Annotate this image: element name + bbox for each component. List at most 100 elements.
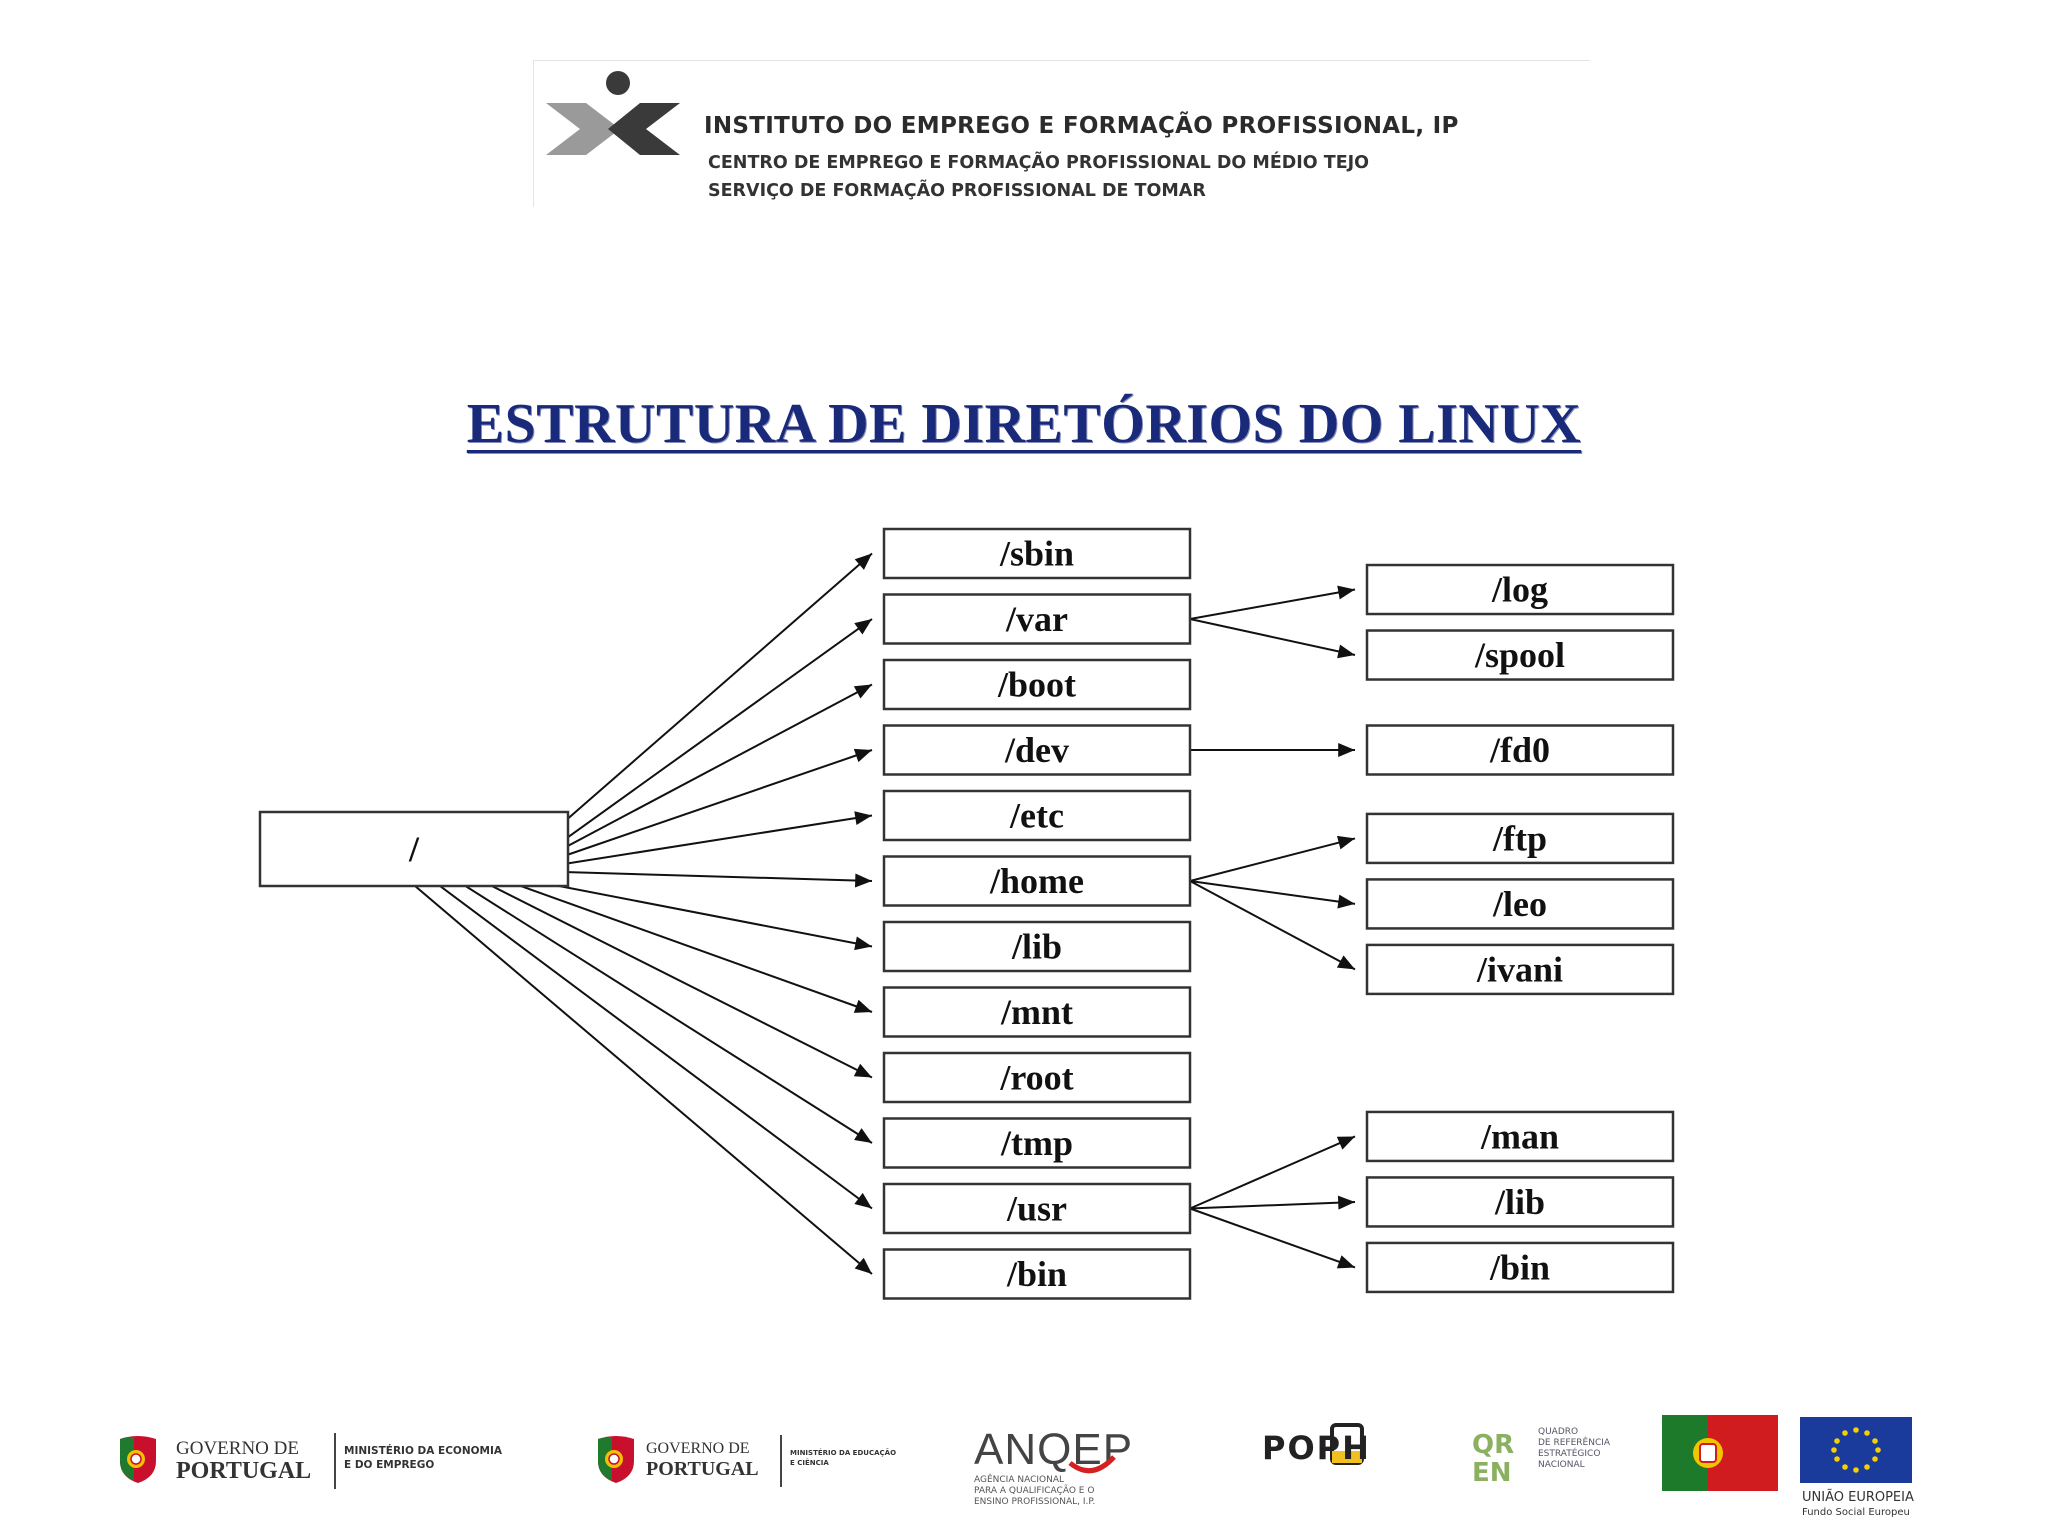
node-home: /home <box>882 855 1192 907</box>
node-lib-box <box>882 920 1192 973</box>
arrow-root-sbin <box>563 552 873 823</box>
arrow-root-home <box>563 871 873 888</box>
node-usr-lib: /lib <box>1365 1176 1675 1228</box>
node-etc-label: /etc <box>1009 796 1064 836</box>
node-tmp: /tmp <box>882 1117 1192 1169</box>
node-usr-lib-box <box>1365 1176 1675 1228</box>
anqep-mark-icon <box>1068 1455 1116 1474</box>
arrow-var-spool <box>1189 618 1356 659</box>
svg-text:QR: QR <box>1472 1430 1514 1460</box>
node-mnt: /mnt <box>882 986 1192 1038</box>
arrow-root-var <box>563 618 873 841</box>
node-usr-bin-box <box>1365 1241 1675 1294</box>
poph-mark-icon <box>1330 1423 1364 1465</box>
arrow-root-tmp <box>455 879 873 1144</box>
node-dev: /dev <box>882 724 1192 776</box>
node-log-box <box>1365 563 1675 616</box>
arrow-root-etc <box>563 811 873 865</box>
node-bin-box <box>882 1248 1192 1300</box>
poph-logo: POPH <box>1262 1419 1422 1499</box>
node-ivani-label: /ivani <box>1476 949 1563 989</box>
arrow-home-leo <box>1189 880 1356 909</box>
arrow-var-log <box>1189 585 1356 620</box>
institute-subtitle-center: CENTRO DE EMPREGO E FORMAÇÃO PROFISSIONA… <box>708 153 1370 173</box>
node-home-box <box>882 855 1192 907</box>
qren-logo: QR EN QUADRO DE REFERÊNCIA ESTRATÉGICO N… <box>1470 1423 1640 1503</box>
node-usr-bin: /bin <box>1365 1241 1675 1294</box>
node-var-box <box>882 593 1192 645</box>
node-dev-label: /dev <box>1004 730 1069 770</box>
arrow-root-bin <box>407 879 873 1275</box>
node-boot-box <box>882 658 1192 711</box>
node-tmp-box <box>882 1117 1192 1169</box>
node-fd0: /fd0 <box>1365 724 1675 776</box>
arrow-root-dev <box>563 748 873 857</box>
node-fd0-label: /fd0 <box>1489 730 1550 770</box>
node-spool-box <box>1365 629 1675 681</box>
sponsor-footer: GOVERNO DE PORTUGAL MINISTÉRIO DA ECONOM… <box>0 1395 2048 1536</box>
gov-line2: PORTUGAL <box>646 1458 759 1480</box>
node-log: /log <box>1365 563 1675 616</box>
tree-arrows <box>407 552 1356 1275</box>
institute-subtitle-service: SERVIÇO DE FORMAÇÃO PROFISSIONAL DE TOMA… <box>708 181 1206 201</box>
divider <box>334 1433 336 1489</box>
node-man-box <box>1365 1110 1675 1163</box>
node-usr-lib-label: /lib <box>1494 1182 1545 1222</box>
node-sbin: /sbin <box>882 527 1192 580</box>
node-man-label: /man <box>1480 1116 1559 1156</box>
node-boot: /boot <box>882 658 1192 711</box>
node-usr-bin-label: /bin <box>1489 1247 1550 1287</box>
node-root-box <box>882 1051 1192 1104</box>
node-log-label: /log <box>1491 570 1548 610</box>
ministry-line2: E CIÊNCIA <box>790 1459 829 1467</box>
anqep-desc-3: ENSINO PROFISSIONAL, I.P. <box>974 1497 1096 1507</box>
node-bin: /bin <box>882 1248 1192 1300</box>
node-fd0-box <box>1365 724 1675 776</box>
ministry-line1: MINISTÉRIO DA EDUCAÇÃO <box>790 1449 897 1457</box>
node-boot-label: /boot <box>997 665 1076 705</box>
institute-header: INSTITUTO DO EMPREGO E FORMAÇÃO PROFISSI… <box>533 60 1590 207</box>
gov-portugal-economy-logo: GOVERNO DE PORTUGAL MINISTÉRIO DA ECONOM… <box>112 1425 542 1495</box>
gov-portugal-education-logo: GOVERNO DE PORTUGAL MINISTÉRIO DA EDUCAÇ… <box>592 1425 922 1495</box>
node-ftp: /ftp <box>1365 812 1675 865</box>
node-root: /root <box>882 1051 1192 1104</box>
node-dev-box <box>882 724 1192 776</box>
node-mnt-box <box>882 986 1192 1038</box>
institute-name: INSTITUTO DO EMPREGO E FORMAÇÃO PROFISSI… <box>704 113 1459 139</box>
node-spool: /spool <box>1365 629 1675 681</box>
eu-logo: UNIÃO EUROPEIA Fundo Social Europeu <box>1800 1417 1960 1527</box>
node-sbin-box <box>882 527 1192 580</box>
poph-name: POPH <box>1262 1429 1371 1467</box>
gov-line2: PORTUGAL <box>176 1458 312 1484</box>
eu-name: UNIÃO EUROPEIA <box>1802 1490 1914 1505</box>
anqep-logo: ANQEP AGÊNCIA NACIONAL PARA A QUALIFICAÇ… <box>970 1423 1200 1523</box>
anqep-desc-2: PARA A QUALIFICAÇÃO E O <box>974 1486 1095 1496</box>
arrow-usr-man <box>1189 1135 1356 1210</box>
portugal-flag-icon <box>1662 1415 1778 1491</box>
node-usr-box <box>882 1182 1192 1235</box>
arrow-root-root <box>479 879 873 1079</box>
svg-text:EN: EN <box>1472 1458 1512 1485</box>
arrow-usr-usr-bin <box>1189 1207 1356 1269</box>
node-usr-label: /usr <box>1006 1189 1067 1229</box>
eu-flag-icon <box>1800 1417 1912 1483</box>
arrow-root-mnt <box>503 879 873 1013</box>
ministry-line2: E DO EMPREGO <box>344 1459 435 1471</box>
arrow-home-ftp <box>1189 835 1356 882</box>
divider <box>780 1435 782 1487</box>
node-lib: /lib <box>882 920 1192 973</box>
node-ivani-box <box>1365 943 1675 996</box>
ministry-line1: MINISTÉRIO DA ECONOMIA <box>344 1445 503 1457</box>
gov-line1: GOVERNO DE <box>176 1438 299 1459</box>
arrow-home-ivani <box>1189 880 1356 971</box>
node-mnt-label: /mnt <box>1000 992 1073 1032</box>
node-root-label: /root <box>999 1058 1073 1098</box>
node-spool-label: /spool <box>1474 635 1565 675</box>
eu-fund: Fundo Social Europeu <box>1802 1507 1910 1518</box>
node-leo-box <box>1365 878 1675 930</box>
page-title: ESTRUTURA DE DIRETÓRIOS DO LINUX <box>466 393 1582 455</box>
node-tmp-label: /tmp <box>1000 1123 1073 1163</box>
node-leo-label: /leo <box>1492 884 1547 924</box>
node-leo: /leo <box>1365 878 1675 930</box>
